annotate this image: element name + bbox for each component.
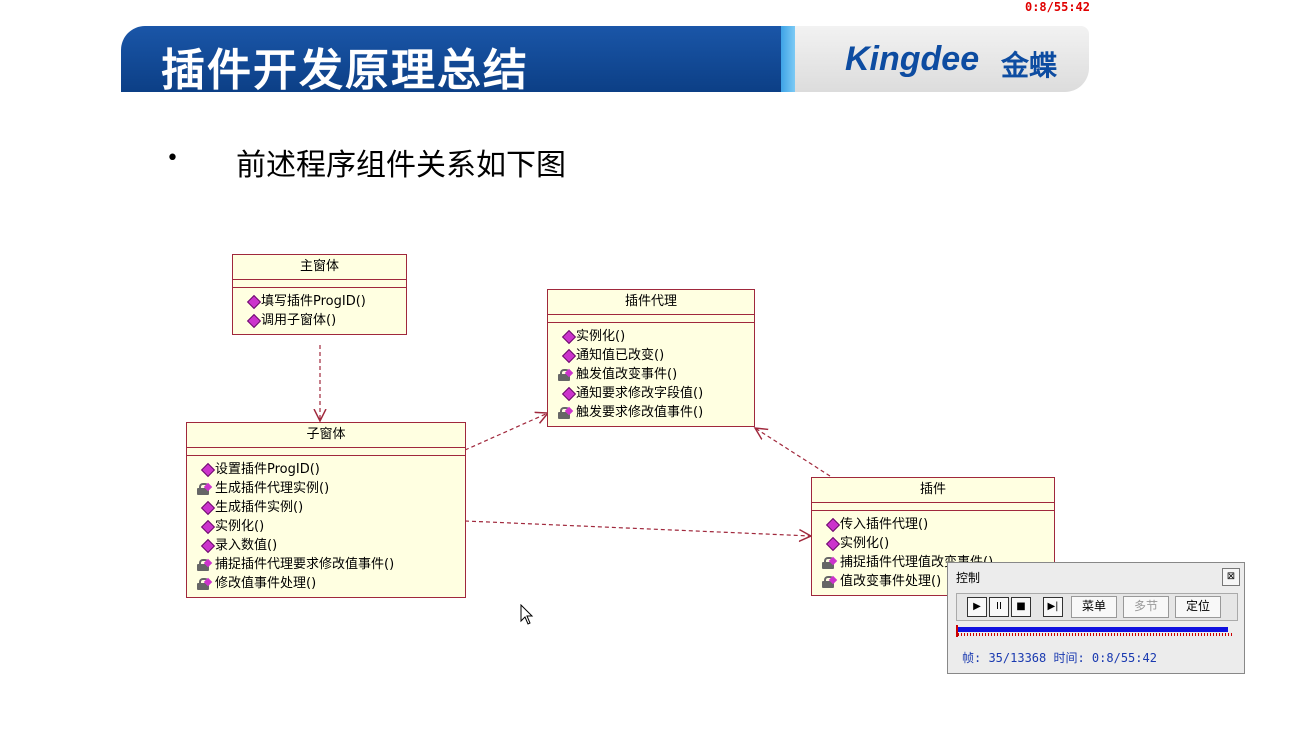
multi-section-button[interactable]: 多节	[1123, 596, 1169, 618]
protected-method-icon	[822, 575, 838, 588]
operation-label: 调用子窗体()	[261, 313, 337, 328]
public-method-icon	[200, 538, 216, 554]
operation-label: 触发要求修改值事件()	[576, 405, 704, 420]
operation-label: 录入数值()	[215, 538, 278, 553]
public-method-icon	[561, 386, 577, 402]
operation-label: 生成插件实例()	[215, 500, 304, 515]
public-method-icon	[200, 500, 216, 516]
class-operation: 设置插件ProgID()	[197, 460, 465, 479]
operation-label: 生成插件代理实例()	[215, 481, 330, 496]
public-method-icon	[200, 462, 216, 478]
progress-ticks	[958, 633, 1234, 636]
operation-label: 通知要求修改字段值()	[576, 386, 704, 401]
playback-status: 帧: 35/13368 时间: 0:8/55:42	[962, 651, 1157, 665]
recording-timer: 0:8/55:42	[1024, 0, 1090, 14]
class-operations: 传入插件代理()实例化()捕捉插件代理值改变事件()值改变事件处理()	[812, 511, 1054, 595]
public-method-icon	[825, 517, 841, 533]
title-banner: 插件开发原理总结 Kingdee 金蝶	[121, 26, 1089, 96]
class-operation: 录入数值()	[197, 536, 465, 555]
class-operation: 生成插件实例()	[197, 498, 465, 517]
operation-label: 通知值已改变()	[576, 348, 665, 363]
class-operation: 填写插件ProgID()	[243, 292, 406, 311]
play-button[interactable]: ▶	[967, 597, 987, 617]
class-operations: 填写插件ProgID() 调用子窗体()	[233, 288, 406, 334]
operation-label: 触发值改变事件()	[576, 367, 678, 382]
class-operation: 触发值改变事件()	[558, 365, 754, 384]
class-operation: 值改变事件处理()	[822, 572, 1054, 591]
class-title: 插件代理	[548, 290, 754, 315]
protected-method-icon	[197, 577, 213, 590]
class-title: 插件	[812, 478, 1054, 503]
link-plugin-to-proxy	[755, 428, 831, 477]
kingdee-logo-cn: 金蝶	[1001, 49, 1058, 82]
class-operation: 实例化()	[197, 517, 465, 536]
operation-label: 实例化()	[215, 519, 265, 534]
banner-logo-area	[795, 26, 1089, 92]
operation-label: 传入插件代理()	[840, 517, 929, 532]
playback-progress-bar[interactable]	[956, 625, 1234, 637]
class-operation: 触发要求修改值事件()	[558, 403, 754, 422]
protected-method-icon	[822, 556, 838, 569]
class-plugin-proxy: 插件代理 实例化() 通知值已改变() 触发值改变事件() 通知要求修改字段值() 触发…	[547, 289, 755, 427]
operation-label: 捕捉插件代理要求修改值事件()	[215, 557, 395, 572]
bullet-text: 前述程序组件关系如下图	[236, 148, 566, 183]
class-attributes	[548, 315, 754, 323]
panel-title: 控制	[956, 571, 981, 585]
class-operation: 生成插件代理实例()	[197, 479, 465, 498]
pause-button[interactable]: II	[989, 597, 1009, 617]
operation-label: 值改变事件处理()	[840, 574, 942, 589]
class-title: 主窗体	[233, 255, 406, 280]
class-operation: 捕捉插件代理要求修改值事件()	[197, 555, 465, 574]
operation-label: 设置插件ProgID()	[215, 462, 320, 477]
protected-method-icon	[197, 558, 213, 571]
stop-button[interactable]: ■	[1011, 597, 1031, 617]
class-attributes	[812, 503, 1054, 511]
class-main-window: 主窗体 填写插件ProgID() 调用子窗体()	[232, 254, 407, 335]
class-attributes	[187, 448, 465, 456]
protected-method-icon	[558, 406, 574, 419]
panel-toolbar: ▶ II ■ ▶| 菜单 多节 定位	[956, 593, 1238, 621]
class-operations: 实例化() 通知值已改变() 触发值改变事件() 通知要求修改字段值() 触发要求修改值…	[548, 323, 754, 426]
link-child-to-proxy	[464, 413, 548, 451]
progress-fill	[958, 627, 1228, 632]
public-method-icon	[246, 313, 262, 329]
operation-label: 实例化()	[576, 329, 626, 344]
public-method-icon	[825, 536, 841, 552]
class-operation: 修改值事件处理()	[197, 574, 465, 593]
public-method-icon	[200, 519, 216, 535]
step-forward-button[interactable]: ▶|	[1043, 597, 1063, 617]
operation-label: 实例化()	[840, 536, 890, 551]
class-attributes	[233, 280, 406, 288]
operation-label: 填写插件ProgID()	[261, 294, 366, 309]
menu-button[interactable]: 菜单	[1071, 596, 1117, 618]
class-operation: 调用子窗体()	[243, 311, 406, 330]
playback-control-panel: 控制 ⊠ ▶ II ■ ▶| 菜单 多节 定位 帧: 35/13368 时间: …	[947, 562, 1245, 674]
mouse-cursor-icon	[520, 604, 534, 625]
class-operation: 传入插件代理()	[822, 515, 1054, 534]
public-method-icon	[246, 294, 262, 310]
banner-stripe	[781, 26, 795, 92]
class-operation: 通知要求修改字段值()	[558, 384, 754, 403]
public-method-icon	[561, 329, 577, 345]
public-method-icon	[561, 348, 577, 364]
close-icon[interactable]: ⊠	[1222, 568, 1240, 586]
locate-button[interactable]: 定位	[1175, 596, 1221, 618]
class-operation: 实例化()	[822, 534, 1054, 553]
class-title: 子窗体	[187, 423, 465, 448]
link-child-to-plugin	[464, 520, 811, 536]
operation-label: 修改值事件处理()	[215, 576, 317, 591]
banner-blue-area: 插件开发原理总结	[121, 26, 781, 96]
class-operations: 设置插件ProgID() 生成插件代理实例() 生成插件实例() 实例化() 录入数值(…	[187, 456, 465, 597]
slide-title: 插件开发原理总结	[161, 45, 529, 96]
progress-start-marker	[956, 625, 958, 637]
protected-method-icon	[197, 482, 213, 495]
class-child-window: 子窗体 设置插件ProgID() 生成插件代理实例() 生成插件实例() 实例化() 录…	[186, 422, 466, 598]
class-operation: 通知值已改变()	[558, 346, 754, 365]
kingdee-logo: Kingdee	[845, 40, 980, 78]
bullet-icon: •	[166, 146, 179, 171]
class-operation: 实例化()	[558, 327, 754, 346]
protected-method-icon	[558, 368, 574, 381]
